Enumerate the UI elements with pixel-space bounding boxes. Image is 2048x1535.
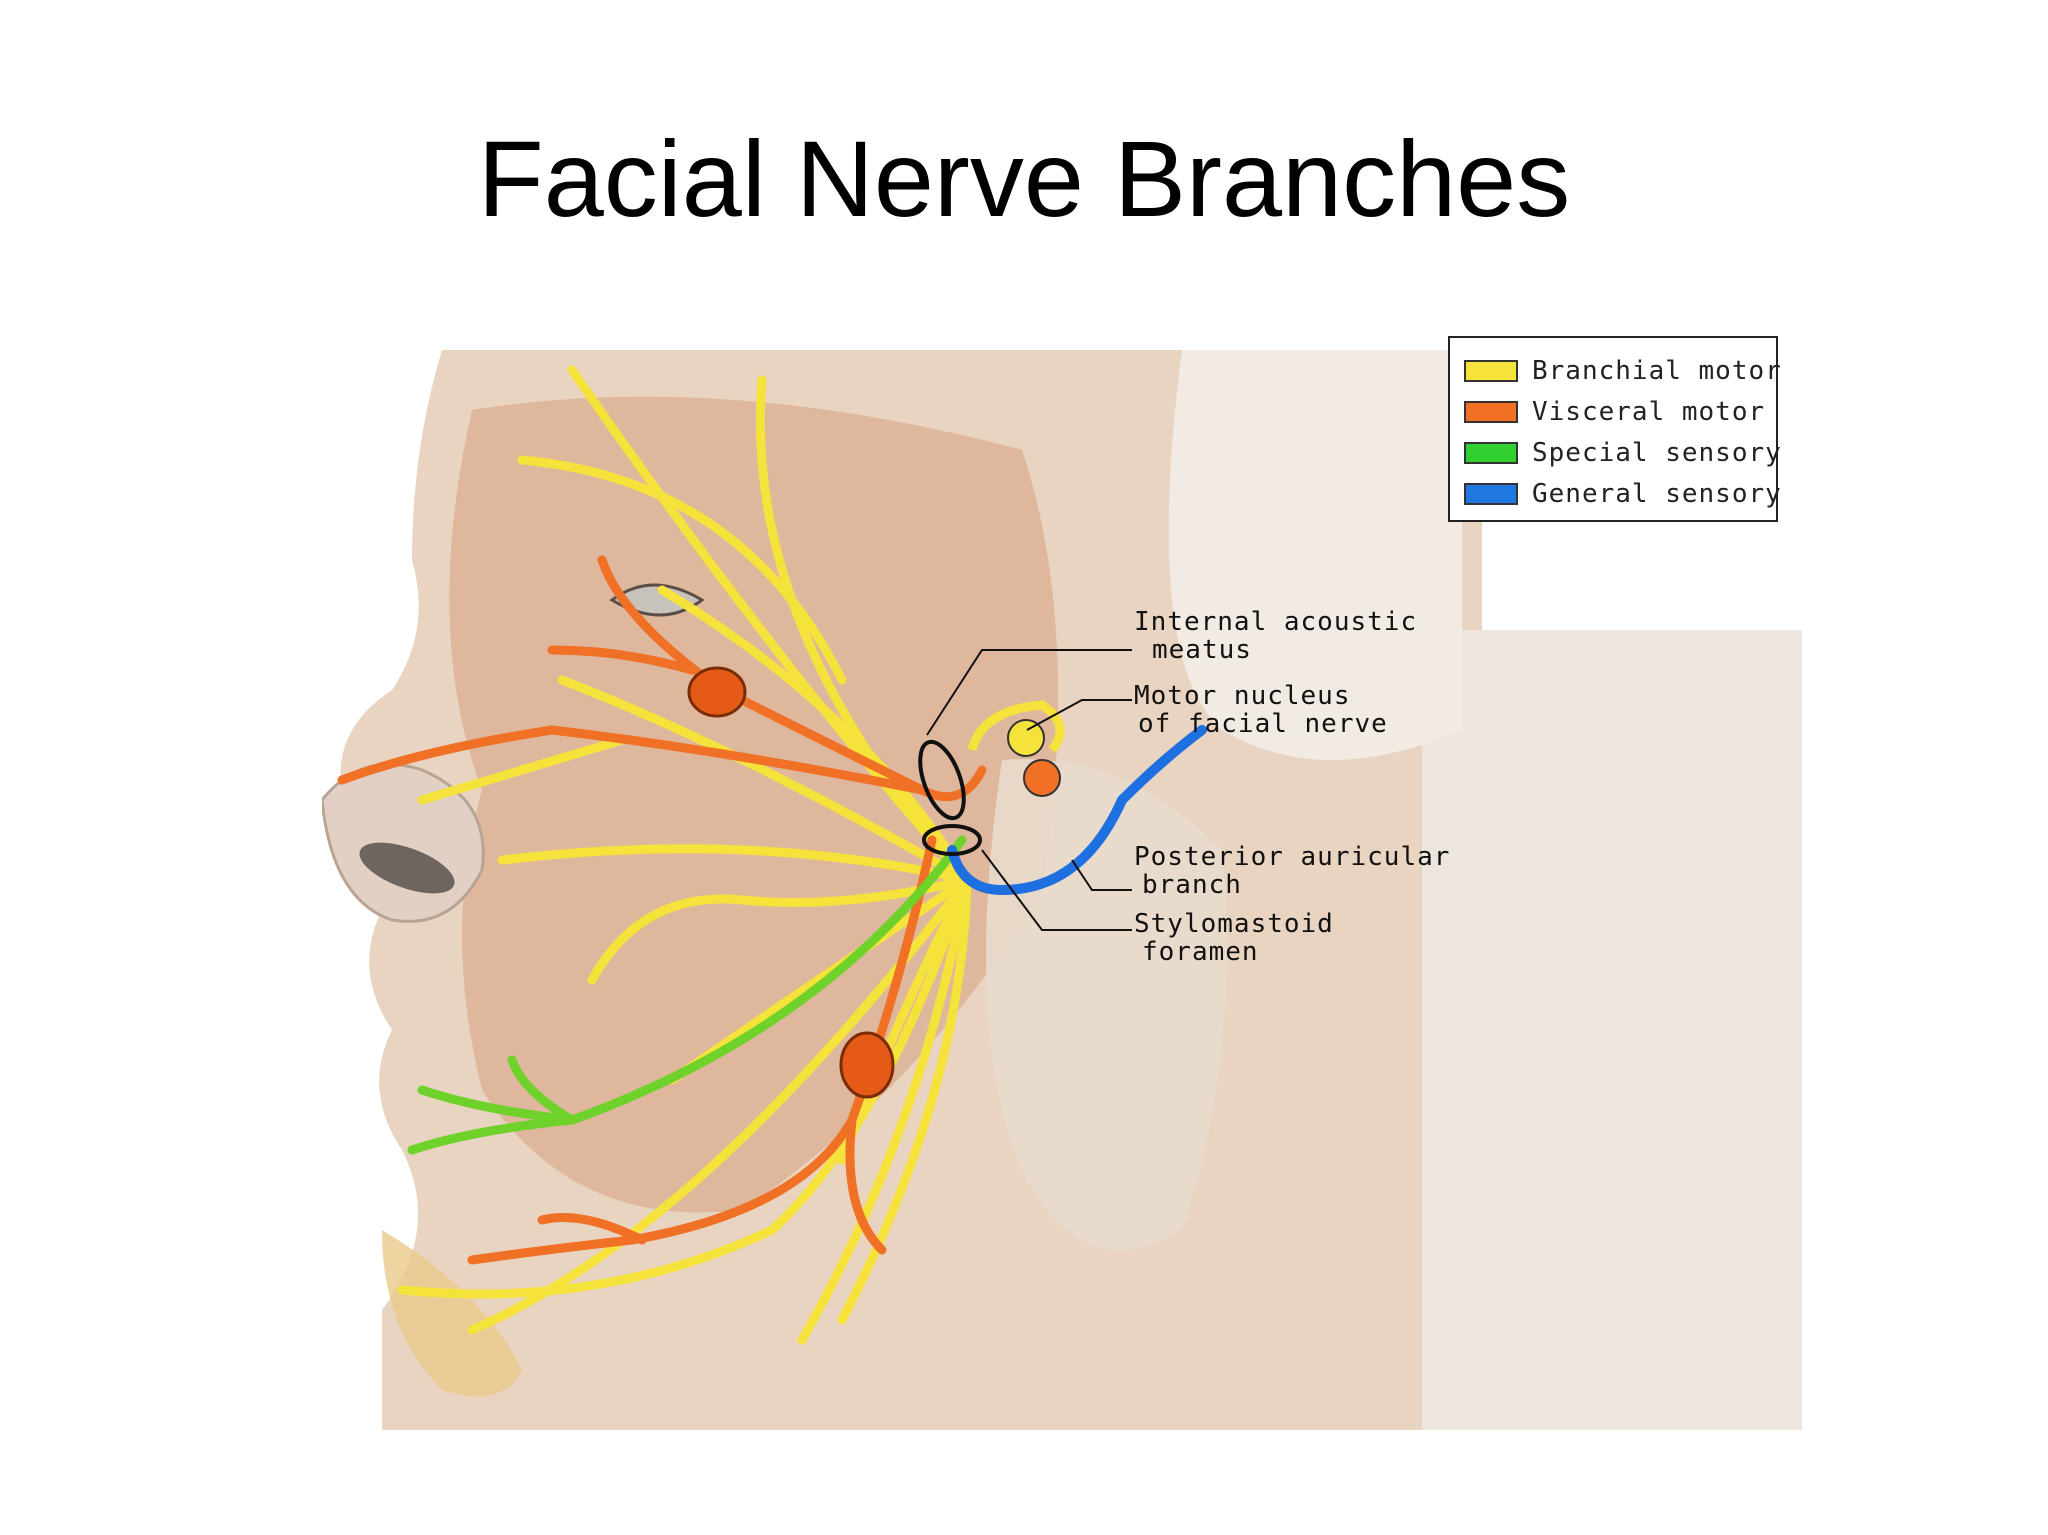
legend-label: Branchial motor xyxy=(1532,355,1782,386)
slide-title: Facial Nerve Branches xyxy=(477,118,1571,239)
callout-line: Stylomastoid xyxy=(1134,909,1334,939)
legend-item-visceral-motor: Visceral motor xyxy=(1464,391,1766,432)
callout-posterior-auricular: Posterior auricular branch xyxy=(1134,843,1450,899)
legend-item-branchial-motor: Branchial motor xyxy=(1464,350,1781,391)
general-sensory-branch xyxy=(947,725,1207,896)
callout-line: Motor nucleus xyxy=(1134,681,1351,711)
legend-label: Visceral motor xyxy=(1532,396,1766,427)
chin-fat xyxy=(382,1230,522,1397)
callout-motor-nucleus: Motor nucleus of facial nerve xyxy=(1134,682,1388,738)
special-sensory-branches xyxy=(407,835,967,1155)
pterygopalatine-ganglion xyxy=(687,666,747,718)
callout-line: meatus xyxy=(1152,635,1252,665)
stylomastoid-ring xyxy=(922,824,982,856)
legend-label: General sensory xyxy=(1532,478,1782,509)
scalp-region xyxy=(1168,350,1462,760)
acoustic-meatus-ring xyxy=(918,739,966,821)
callout-line: branch xyxy=(1142,870,1242,900)
legend-label: Special sensory xyxy=(1532,437,1782,468)
legend-swatch xyxy=(1464,400,1518,423)
nostril xyxy=(359,842,455,894)
callout-line: Internal acoustic xyxy=(1134,607,1418,637)
legend-item-special-sensory: Special sensory xyxy=(1464,432,1781,473)
callout-line: of facial nerve xyxy=(1138,709,1388,739)
submandibular-ganglion xyxy=(839,1031,895,1099)
legend-swatch xyxy=(1464,482,1518,505)
visceral-nucleus xyxy=(1023,759,1061,797)
legend: Branchial motor Visceral motor Special s… xyxy=(1448,336,1781,522)
legend-item-general-sensory: General sensory xyxy=(1464,473,1781,514)
legend-swatch xyxy=(1464,359,1518,382)
callout-line: foramen xyxy=(1142,937,1259,967)
legend-swatch xyxy=(1464,441,1518,464)
nerve-genu xyxy=(967,700,1065,753)
neck-region xyxy=(1422,630,1802,1430)
facial-nerve-illustration: Branchial motor Visceral motor Special s… xyxy=(322,330,1802,1430)
callout-internal-acoustic-meatus: Internal acoustic meatus xyxy=(1134,608,1417,664)
visceral-motor-branches xyxy=(337,555,987,1265)
callout-line: Posterior auricular xyxy=(1134,842,1451,872)
callout-stylomastoid-foramen: Stylomastoid foramen xyxy=(1134,910,1334,966)
motor-nucleus xyxy=(1007,719,1045,757)
leader-lines xyxy=(926,649,1132,931)
